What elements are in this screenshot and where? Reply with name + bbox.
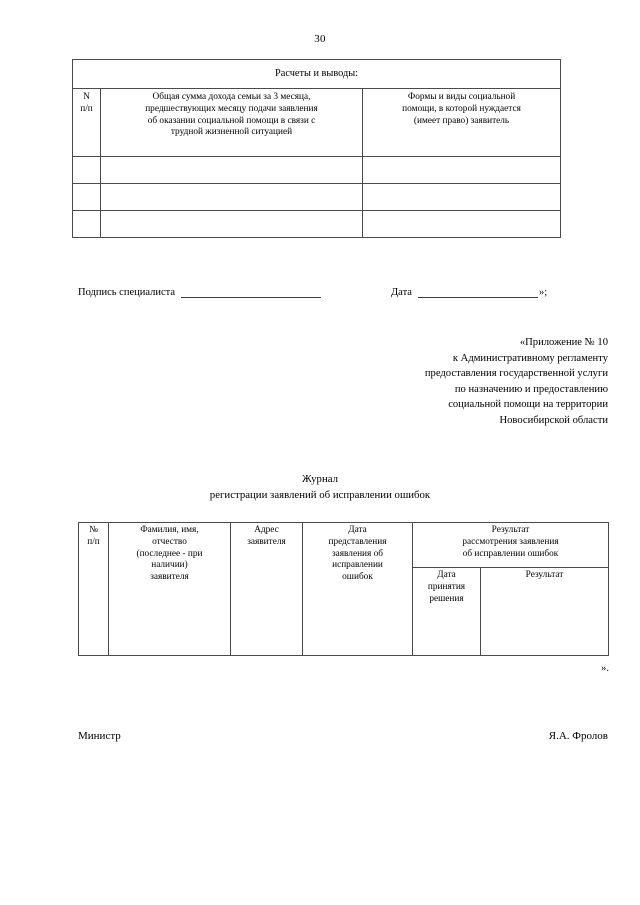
- minister-name: Я.А. Фролов: [548, 730, 608, 742]
- appendix-line-6: Новосибирской области: [499, 414, 608, 426]
- journal-title-line-1: Журнал: [302, 473, 338, 485]
- header-forms-line-2: помощи, в которой нуждается: [402, 103, 521, 114]
- journal-column-header-number: № п/п: [78, 522, 109, 656]
- minister-signature-row: Министр Я.А. Фролов: [78, 730, 608, 742]
- table-row: [72, 156, 562, 184]
- journal-header-date-line-4: исправлении: [332, 560, 383, 571]
- minister-position: Министр: [78, 730, 121, 742]
- journal-column-header-fio: Фамилия, имя, отчество (последнее - при …: [108, 522, 231, 656]
- cell-aid-forms[interactable]: [361, 156, 562, 184]
- journal-header-address-line-2: заявителя: [247, 536, 286, 547]
- journal-header-result-label: Результат: [525, 570, 564, 580]
- signature-date-label: Дата: [391, 287, 412, 298]
- journal-column-header-result: Результат: [480, 567, 609, 656]
- cell-number[interactable]: [72, 156, 101, 184]
- appendix-line-2: к Административному регламенту: [452, 352, 608, 364]
- header-income-line-1: Общая сумма дохода семьи за 3 месяца,: [152, 92, 311, 102]
- cell-aid-forms[interactable]: [361, 183, 562, 211]
- journal-title: Журнал регистрации заявлений об исправле…: [0, 471, 640, 503]
- appendix-line-4: по назначению и предоставлению: [454, 383, 608, 395]
- cell-income-sum[interactable]: [100, 183, 363, 211]
- table-row: [72, 183, 562, 211]
- appendix-line-1: «Приложение № 10: [519, 337, 608, 348]
- cell-income-sum[interactable]: [100, 156, 363, 184]
- cell-number[interactable]: [72, 183, 101, 211]
- specialist-signature-label: Подпись специалиста: [78, 287, 176, 298]
- journal-header-date-line-1: Дата: [348, 525, 367, 535]
- specialist-signature-field[interactable]: [181, 286, 322, 298]
- appendix-line-3: предоставления государственной услуги: [424, 368, 608, 380]
- signature-closing-quote: »;: [538, 287, 548, 298]
- calculations-table-title: Расчеты и выводы:: [71, 59, 562, 89]
- calculations-table: Расчеты и выводы: N п/п Общая сумма дохо…: [71, 59, 562, 238]
- journal-header-date-line-2: представления: [328, 536, 387, 547]
- table-row: [72, 210, 562, 238]
- journal-column-header-address: Адрес заявителя: [230, 522, 303, 656]
- header-income-line-4: трудной жизненной ситуацией: [170, 127, 293, 138]
- table-row-title: Расчеты и выводы:: [71, 59, 562, 89]
- column-header-number: N п/п: [72, 88, 101, 157]
- cell-income-sum[interactable]: [100, 210, 363, 238]
- header-number-line-1: N: [83, 92, 90, 102]
- journal-header-result-group-line-2: рассмотрения заявления: [462, 536, 559, 547]
- header-forms-line-3: (имеет право) заявитель: [413, 115, 510, 126]
- journal-header-date-line-5: ошибок: [342, 572, 373, 583]
- journal-header-fio-line-5: заявителя: [150, 572, 189, 583]
- journal-title-line-2: регистрации заявлений об исправлении оши…: [209, 489, 431, 502]
- journal-header-decision-date-line-3: решения: [429, 593, 464, 604]
- journal-header-address-line-1: Адрес: [254, 525, 279, 535]
- journal-header-fio-line-1: Фамилия, имя,: [140, 525, 199, 535]
- journal-header-number-line-1: №: [89, 525, 98, 535]
- journal-header-result-group-line-1: Результат: [491, 525, 530, 535]
- journal-header-number-line-2: п/п: [87, 536, 100, 547]
- table-row-header-sub: Дата принятия решения Результат: [79, 567, 609, 656]
- journal-header-date-line-3: заявления об: [331, 548, 384, 559]
- journal-closing-quote: ».: [601, 663, 609, 674]
- journal-column-header-submission-date: Дата представления заявления об исправле…: [302, 522, 413, 656]
- signature-date-field[interactable]: [417, 286, 538, 298]
- journal-table: № п/п Фамилия, имя, отчество (последнее …: [78, 522, 609, 656]
- column-header-aid-forms: Формы и виды социальной помощи, в которо…: [361, 88, 562, 157]
- journal-column-header-result-group: Результат рассмотрения заявления об испр…: [412, 522, 609, 568]
- header-number-line-2: п/п: [80, 103, 93, 114]
- header-income-line-2: предшествующих месяцу подачи заявления: [145, 103, 318, 114]
- appendix-line-5: социальной помощи на территории: [448, 399, 608, 411]
- signature-line: Подпись специалиста Дата »;: [78, 286, 612, 298]
- journal-column-header-decision-date: Дата принятия решения: [412, 567, 481, 656]
- journal-header-decision-date-line-2: принятия: [427, 581, 466, 592]
- journal-header-fio-line-2: отчество: [152, 536, 187, 547]
- journal-header-decision-date-line-1: Дата: [437, 570, 456, 580]
- page-number: 30: [314, 33, 326, 45]
- header-income-line-3: об оказании социальной помощи в связи с: [147, 115, 316, 126]
- cell-aid-forms[interactable]: [361, 210, 562, 238]
- header-forms-line-1: Формы и виды социальной: [407, 92, 516, 102]
- journal-header-fio-line-4: наличии): [151, 560, 188, 571]
- column-header-income-sum: Общая сумма дохода семьи за 3 месяца, пр…: [100, 88, 363, 157]
- table-row-header: N п/п Общая сумма дохода семьи за 3 меся…: [72, 88, 562, 157]
- cell-number[interactable]: [72, 210, 101, 238]
- journal-header-result-group-line-3: об исправлении ошибок: [462, 548, 559, 559]
- table-row-header-top: № п/п Фамилия, имя, отчество (последнее …: [78, 522, 609, 656]
- journal-header-fio-line-3: (последнее - при: [136, 548, 203, 559]
- appendix-reference-block: «Приложение № 10 к Административному рег…: [278, 335, 608, 428]
